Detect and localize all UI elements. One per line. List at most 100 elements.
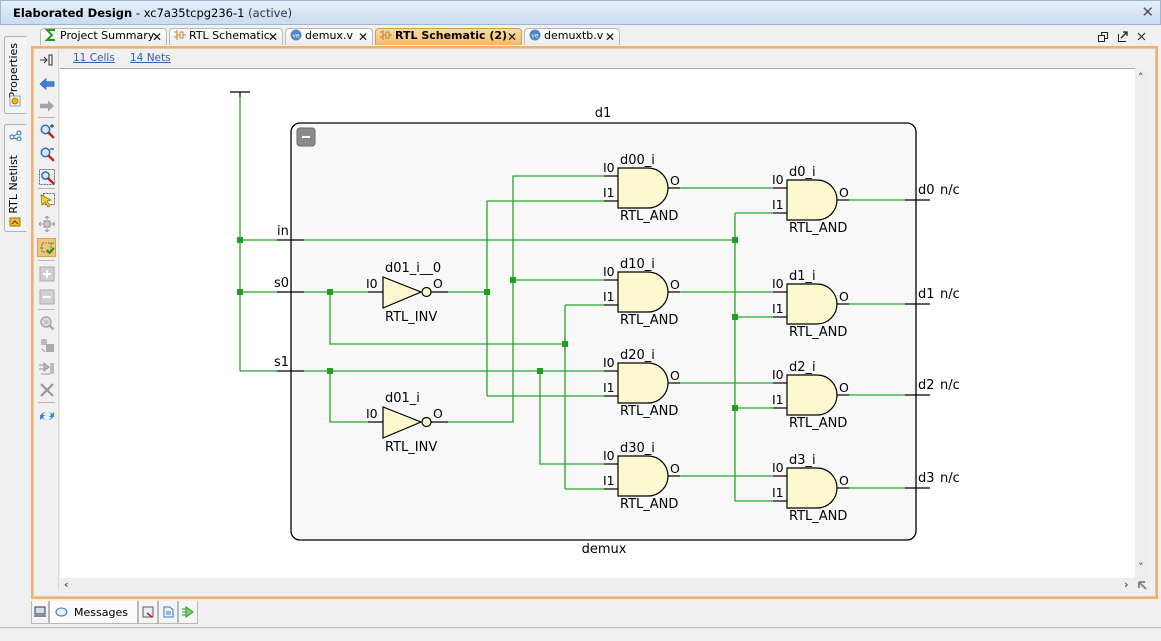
tab-project-summary[interactable]: Project Summary ✕ bbox=[40, 28, 167, 45]
scroll-down-icon[interactable]: ˅ bbox=[1138, 561, 1144, 574]
pin-label: I1 bbox=[772, 392, 784, 407]
cells-count-link[interactable]: 11 Cells bbox=[73, 52, 115, 64]
side-tab-rtl-netlist[interactable]: RTL Netlist bbox=[4, 124, 26, 232]
input-port-s1[interactable]: s1 bbox=[274, 355, 304, 372]
tab-demuxtb-v[interactable]: ve demuxtb.v ✕ bbox=[524, 28, 620, 45]
back-arrow-button[interactable] bbox=[37, 74, 56, 93]
scroll-right-icon[interactable]: › bbox=[1124, 578, 1129, 591]
zoom-in-button[interactable] bbox=[37, 121, 56, 140]
collapse-cell-icon bbox=[39, 289, 54, 304]
tab-close-button[interactable]: ✕ bbox=[151, 30, 162, 44]
tab-close-button[interactable]: ✕ bbox=[357, 30, 368, 44]
side-tab-properties[interactable]: Properties bbox=[4, 36, 26, 114]
tab-label: demux.v bbox=[305, 29, 353, 42]
tab-log[interactable] bbox=[138, 601, 158, 624]
net-junction bbox=[510, 277, 516, 283]
tab-close-button[interactable]: ✕ bbox=[604, 30, 615, 44]
schematic-icon bbox=[174, 30, 186, 40]
tab-rtl-schematic[interactable]: RTL Schematic ✕ bbox=[169, 28, 283, 45]
bottom-tab-bar: Messages bbox=[31, 601, 231, 624]
float-icon[interactable] bbox=[1116, 30, 1129, 43]
horizontal-scrollbar[interactable]: ‹ › bbox=[60, 578, 1135, 593]
close-window-button[interactable]: ✕ bbox=[1141, 3, 1154, 21]
net-junction bbox=[484, 289, 490, 295]
collapse-cell-button[interactable] bbox=[296, 127, 316, 147]
inverter-bubble bbox=[421, 416, 432, 428]
add-cell-button[interactable] bbox=[37, 335, 56, 354]
tab-design-runs[interactable] bbox=[178, 601, 198, 624]
find-button[interactable] bbox=[37, 313, 56, 332]
hier-cell-outline bbox=[290, 122, 917, 541]
pin-label: I0 bbox=[772, 460, 784, 475]
tab-close-button[interactable]: ✕ bbox=[506, 30, 517, 44]
auto-fit-selection-button[interactable] bbox=[37, 214, 56, 233]
output-port-label: d3 bbox=[918, 471, 935, 486]
net-s1-inverted[interactable] bbox=[448, 175, 604, 423]
expand-cell-button[interactable] bbox=[37, 264, 56, 283]
cell-type-label: RTL_AND bbox=[789, 325, 847, 340]
find-icon bbox=[39, 315, 54, 330]
and-gate-symbol bbox=[786, 179, 838, 221]
tab-label: demuxtb.v bbox=[544, 29, 604, 42]
svg-text:ve: ve bbox=[531, 33, 539, 40]
scroll-up-icon[interactable]: ˄ bbox=[1138, 71, 1144, 84]
net-junction bbox=[732, 314, 738, 320]
hier-cell-instance-label: d1 bbox=[595, 106, 612, 121]
net-s1[interactable] bbox=[539, 371, 604, 465]
delete-button[interactable] bbox=[37, 380, 56, 399]
cell-type-label: RTL_AND bbox=[620, 497, 678, 512]
net-junction bbox=[537, 368, 543, 374]
pin-label: O bbox=[839, 289, 849, 304]
tab-rtl-schematic-2[interactable]: RTL Schematic (2) ✕ bbox=[375, 28, 522, 45]
toolbar-separator bbox=[38, 260, 55, 261]
input-port-s0[interactable]: s0 bbox=[274, 276, 304, 293]
net-s1[interactable] bbox=[329, 371, 368, 423]
close-view-icon[interactable] bbox=[1135, 30, 1148, 43]
cell-name-label: d20_i bbox=[620, 348, 655, 363]
collapse-cell-button[interactable] bbox=[37, 287, 56, 306]
output-port-status: n/c bbox=[940, 287, 960, 302]
select-area-button[interactable] bbox=[37, 191, 56, 210]
cell-name-label: d01_i bbox=[385, 391, 420, 406]
messages-icon bbox=[55, 607, 68, 616]
restore-icon[interactable] bbox=[1097, 30, 1110, 43]
tab-reports[interactable] bbox=[158, 601, 178, 624]
refresh-button[interactable] bbox=[37, 406, 56, 425]
collapse-panel-button[interactable] bbox=[37, 50, 56, 69]
tab-tcl-console[interactable] bbox=[31, 601, 49, 624]
svg-text:ve: ve bbox=[292, 33, 300, 40]
zoom-fit-button[interactable] bbox=[37, 167, 56, 186]
zoom-out-button[interactable] bbox=[37, 144, 56, 163]
tab-demux-v[interactable]: ve demux.v ✕ bbox=[285, 28, 373, 45]
scroll-corner[interactable] bbox=[1135, 578, 1150, 593]
forward-arrow-button[interactable] bbox=[37, 96, 56, 115]
vertical-scrollbar[interactable]: ˄ ˅ bbox=[1135, 68, 1150, 578]
expand-cell-icon bbox=[39, 266, 54, 281]
regenerate-button[interactable] bbox=[37, 238, 56, 257]
show-connectivity-button[interactable] bbox=[37, 358, 56, 377]
tab-messages[interactable]: Messages bbox=[49, 601, 138, 624]
nets-count-link[interactable]: 14 Nets bbox=[130, 52, 171, 64]
cell-name-label: d1_i bbox=[789, 269, 816, 284]
input-port-in[interactable]: in bbox=[277, 224, 304, 241]
pin-label: I0 bbox=[366, 406, 378, 421]
tab-close-button[interactable]: ✕ bbox=[267, 30, 278, 44]
scroll-left-icon[interactable]: ‹ bbox=[64, 578, 69, 591]
